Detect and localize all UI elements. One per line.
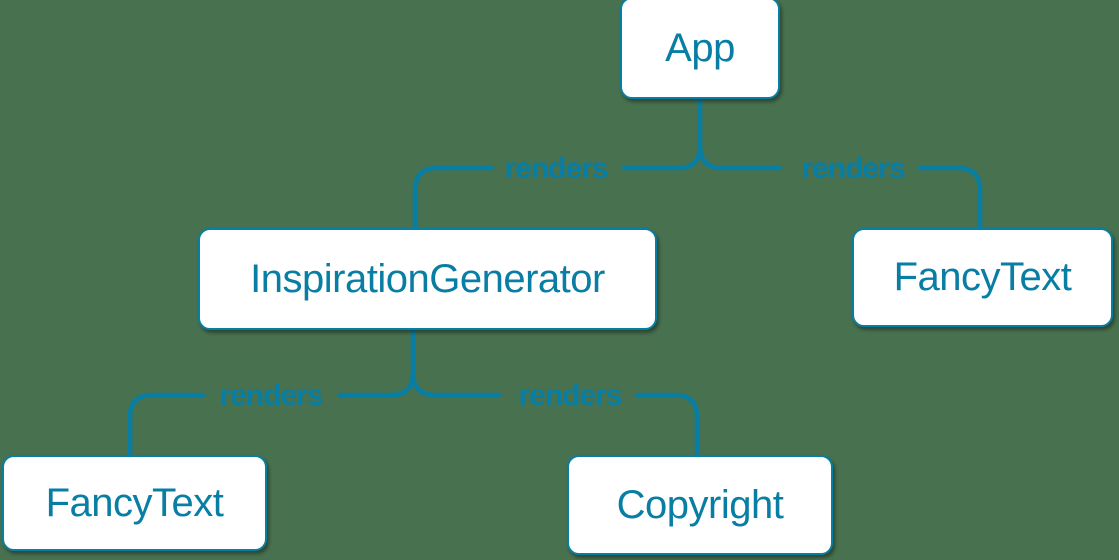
node-copyright-label: Copyright (616, 482, 784, 527)
node-fancytext-top-right-label: FancyText (893, 255, 1072, 299)
node-app-label: App (665, 25, 735, 70)
edge-label-ig-to-fancytext: renders (219, 379, 323, 412)
edge-label-ig-to-copyright: renders (518, 379, 622, 412)
node-fancytext-bottom-left-label: FancyText (45, 480, 224, 525)
node-copyright: Copyright (567, 455, 833, 555)
edge-ig-to-fancytext-b (127, 392, 206, 460)
edge-app-to-ig-a (621, 143, 703, 171)
node-fancytext-top-right: FancyText (852, 228, 1113, 327)
edge-label-app-to-fancytext: renders (801, 152, 905, 185)
edge-ig-to-copyright-a (410, 370, 502, 398)
node-fancytext-bottom-left: FancyText (2, 455, 267, 551)
node-inspiration-generator-label: InspirationGenerator (250, 256, 605, 301)
edge-app-to-fancytext-a (697, 143, 783, 171)
edge-ig-to-copyright-b (634, 392, 700, 460)
edge-app-to-fancytext-b (917, 165, 983, 233)
edge-ig-to-fancytext-a (337, 370, 416, 398)
node-inspiration-generator: InspirationGenerator (198, 228, 657, 330)
node-app: App (620, 0, 780, 99)
edge-app-to-ig-b (412, 165, 495, 233)
edge-label-app-to-ig: renders (504, 152, 608, 185)
